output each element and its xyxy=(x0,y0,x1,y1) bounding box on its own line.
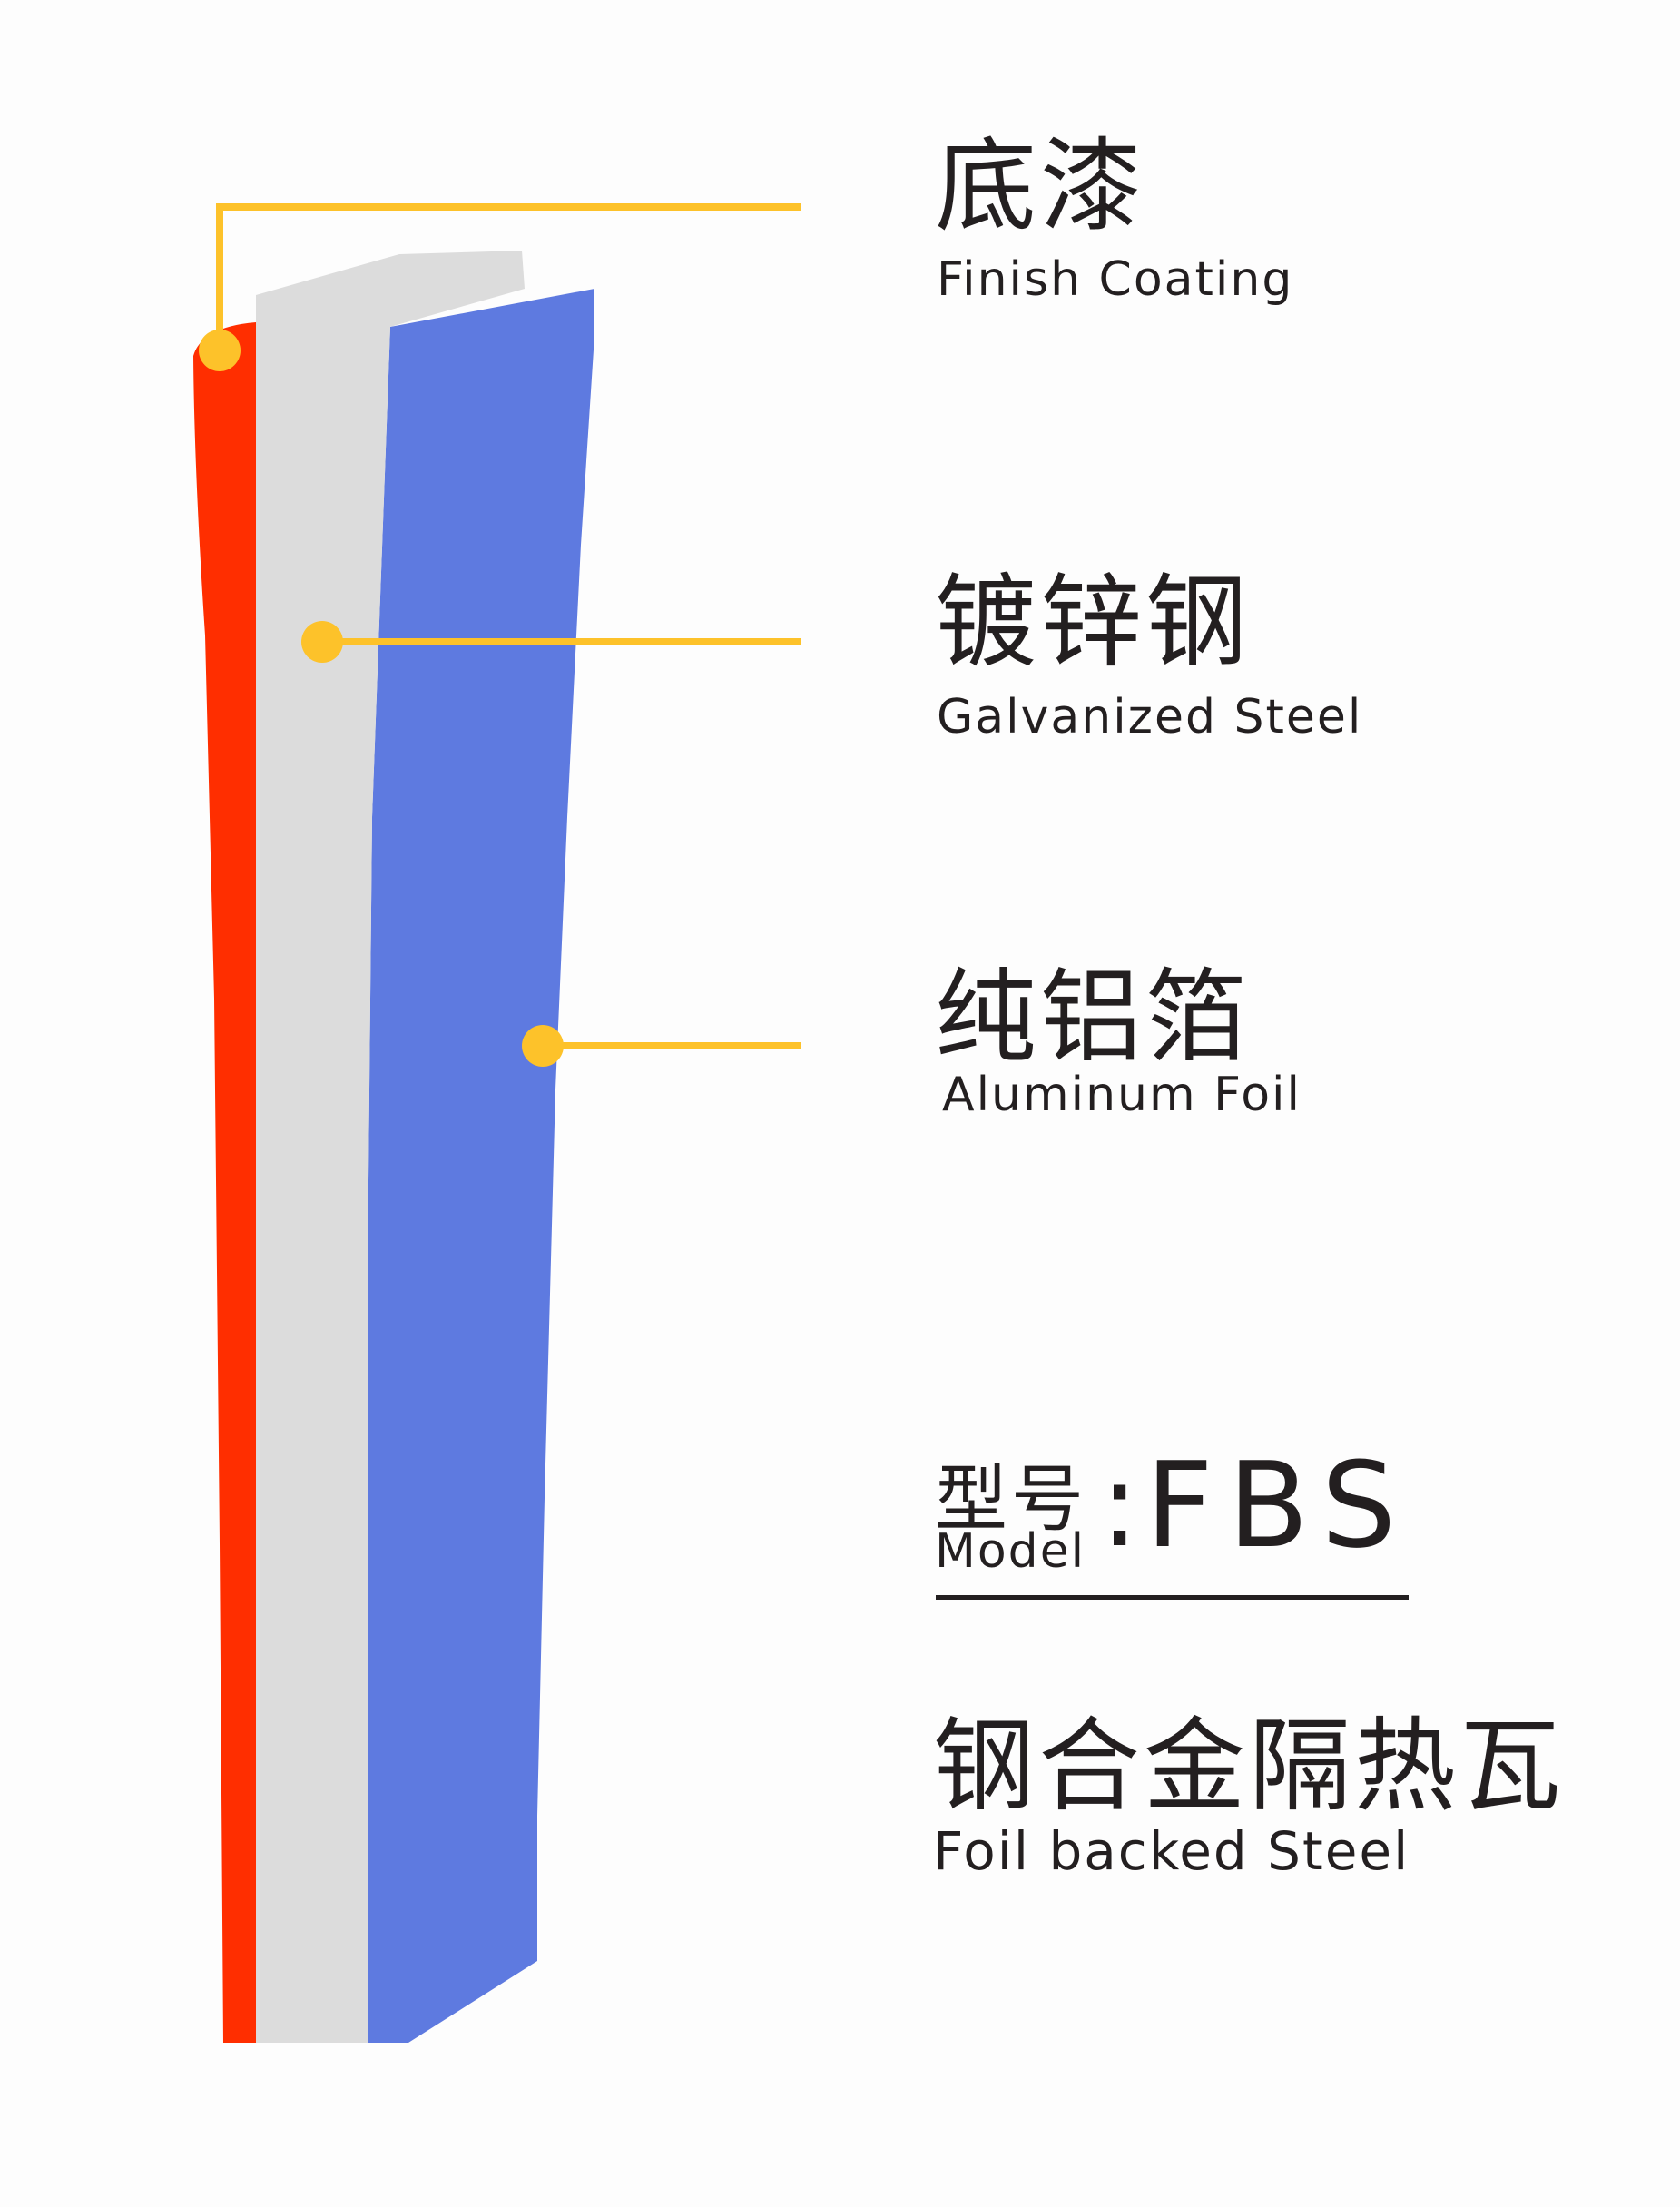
model-colon: : xyxy=(1100,1438,1140,1573)
model-label-en: Model xyxy=(935,1524,1086,1579)
aluminum-foil-layer xyxy=(368,289,594,2043)
galvanized-steel-layer xyxy=(256,251,525,2043)
aluminum-foil-label-en: Aluminum Foil xyxy=(942,1068,1302,1122)
model-underline xyxy=(936,1595,1409,1600)
finish-coating-marker xyxy=(199,330,241,371)
finish-coating-leader xyxy=(216,203,801,350)
galvanized-steel-label-cn: 镀锌钢 xyxy=(935,564,1251,682)
finish-coating-layer xyxy=(193,322,256,2043)
aluminum-foil-marker xyxy=(522,1025,564,1067)
product-name-cn: 钢合金隔热瓦 xyxy=(933,1708,1565,1826)
galvanized-steel-label-en: Galvanized Steel xyxy=(937,690,1363,744)
aluminum-foil-label-cn: 纯铝箔 xyxy=(935,959,1251,1077)
model-value: FBS xyxy=(1145,1436,1411,1574)
product-name-en: Foil backed Steel xyxy=(933,1820,1410,1882)
finish-coating-label-cn: 底漆 xyxy=(935,128,1145,246)
galvanized-steel-marker xyxy=(301,621,343,663)
model-label-cn: 型号 xyxy=(935,1457,1087,1542)
finish-coating-label-en: Finish Coating xyxy=(937,252,1294,307)
